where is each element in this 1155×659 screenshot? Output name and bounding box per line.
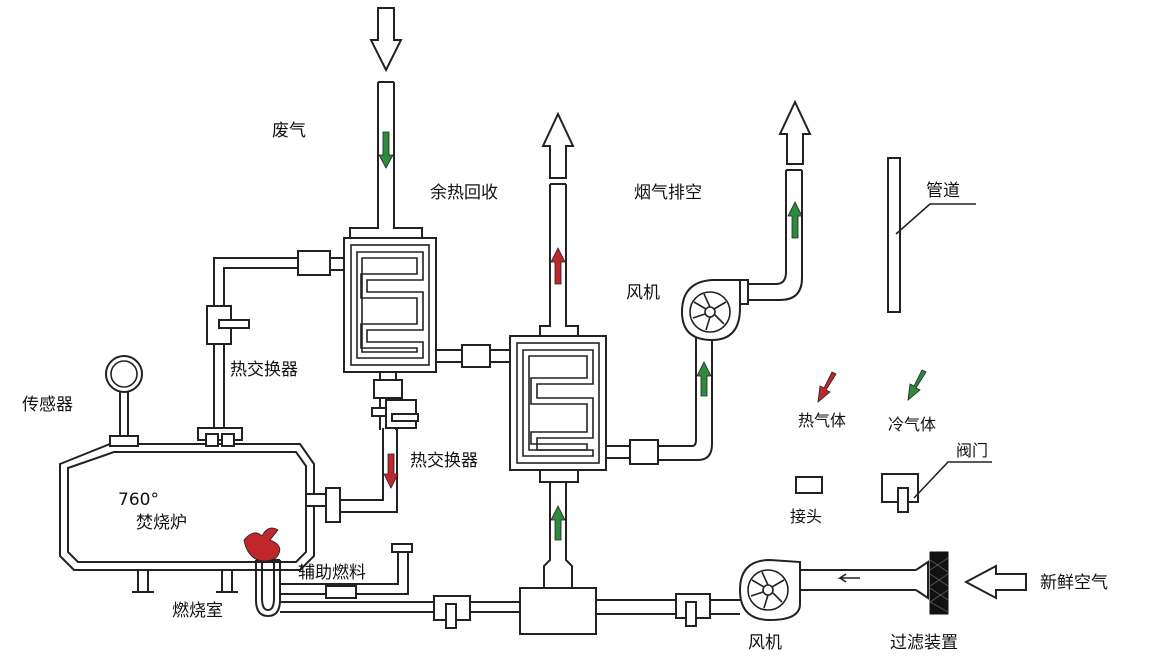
furnace-top-connector bbox=[197, 427, 243, 447]
hx3-to-fan-pipe bbox=[606, 331, 713, 465]
label-temperature: 760° bbox=[118, 490, 159, 510]
legend-hot-arrow bbox=[817, 371, 837, 403]
label-fan-top: 风机 bbox=[626, 283, 660, 303]
legend-valve bbox=[881, 461, 992, 513]
label-waste-gas: 废气 bbox=[272, 121, 306, 141]
label-heat-recovery: 余热回收 bbox=[430, 183, 498, 203]
fresh-air-flow-arrow bbox=[837, 573, 860, 583]
label-flue-exhaust: 烟气排空 bbox=[634, 183, 702, 203]
label-fresh-air: 新鲜空气 bbox=[1040, 573, 1108, 593]
hot-flow-arrow-hx2 bbox=[383, 453, 399, 489]
aux-fuel-line bbox=[280, 543, 413, 599]
label-hot-gas: 热气体 bbox=[798, 411, 846, 430]
furnace-right-connector bbox=[305, 487, 350, 523]
label-incinerator: 焚烧炉 bbox=[136, 513, 187, 533]
cold-flow-arrow-fan bbox=[696, 361, 712, 397]
bottom-main-pipe bbox=[280, 595, 520, 629]
fresh-air-arrow bbox=[963, 564, 1027, 600]
label-combustion-chamber: 燃烧室 bbox=[172, 601, 223, 621]
flame bbox=[243, 527, 281, 562]
incinerator bbox=[59, 443, 315, 593]
left-recirculation-pipe bbox=[206, 250, 344, 428]
bottom-fan bbox=[738, 558, 916, 622]
cold-flow-arrow-bottom bbox=[550, 505, 566, 541]
heat-recovery-outlet-arrow bbox=[541, 111, 575, 179]
top-fan bbox=[680, 279, 780, 342]
cold-flow-arrow-exhaust bbox=[787, 201, 803, 239]
label-fan-bottom: 风机 bbox=[748, 633, 782, 653]
heat-exchanger-1 bbox=[343, 237, 437, 373]
flue-exhaust-arrow bbox=[778, 99, 812, 165]
exhaust-pipe bbox=[775, 169, 803, 301]
label-heat-exchanger-2: 热交换器 bbox=[410, 451, 478, 471]
filter bbox=[915, 551, 949, 615]
combustion-chamber bbox=[255, 559, 281, 618]
label-joint: 接头 bbox=[790, 507, 822, 526]
hot-flow-arrow-recovery bbox=[550, 247, 566, 285]
legend-pipe bbox=[887, 157, 976, 313]
cold-flow-arrow-waste bbox=[378, 131, 394, 169]
label-sensor: 传感器 bbox=[22, 395, 73, 415]
label-valve: 阀门 bbox=[956, 441, 988, 460]
bottom-fan-pipe bbox=[596, 593, 740, 627]
hx1-to-hx3-pipe bbox=[436, 344, 510, 368]
label-aux-fuel: 辅助燃料 bbox=[298, 563, 366, 583]
label-heat-exchanger-1: 热交换器 bbox=[230, 360, 298, 380]
legend-joint bbox=[795, 476, 823, 494]
label-cold-gas: 冷气体 bbox=[888, 415, 936, 434]
label-pipe: 管道 bbox=[926, 181, 960, 201]
mixing-box bbox=[519, 470, 597, 635]
sensor bbox=[105, 355, 143, 447]
heat-exchanger-3 bbox=[509, 335, 607, 471]
waste-gas-inlet-arrow bbox=[369, 7, 403, 73]
heat-exchanger-1-outlet bbox=[350, 372, 419, 513]
heat-recovery-pipe bbox=[539, 183, 579, 336]
waste-gas-pipe bbox=[349, 81, 423, 238]
legend-cold-arrow bbox=[907, 369, 927, 401]
label-filter: 过滤装置 bbox=[890, 633, 958, 653]
